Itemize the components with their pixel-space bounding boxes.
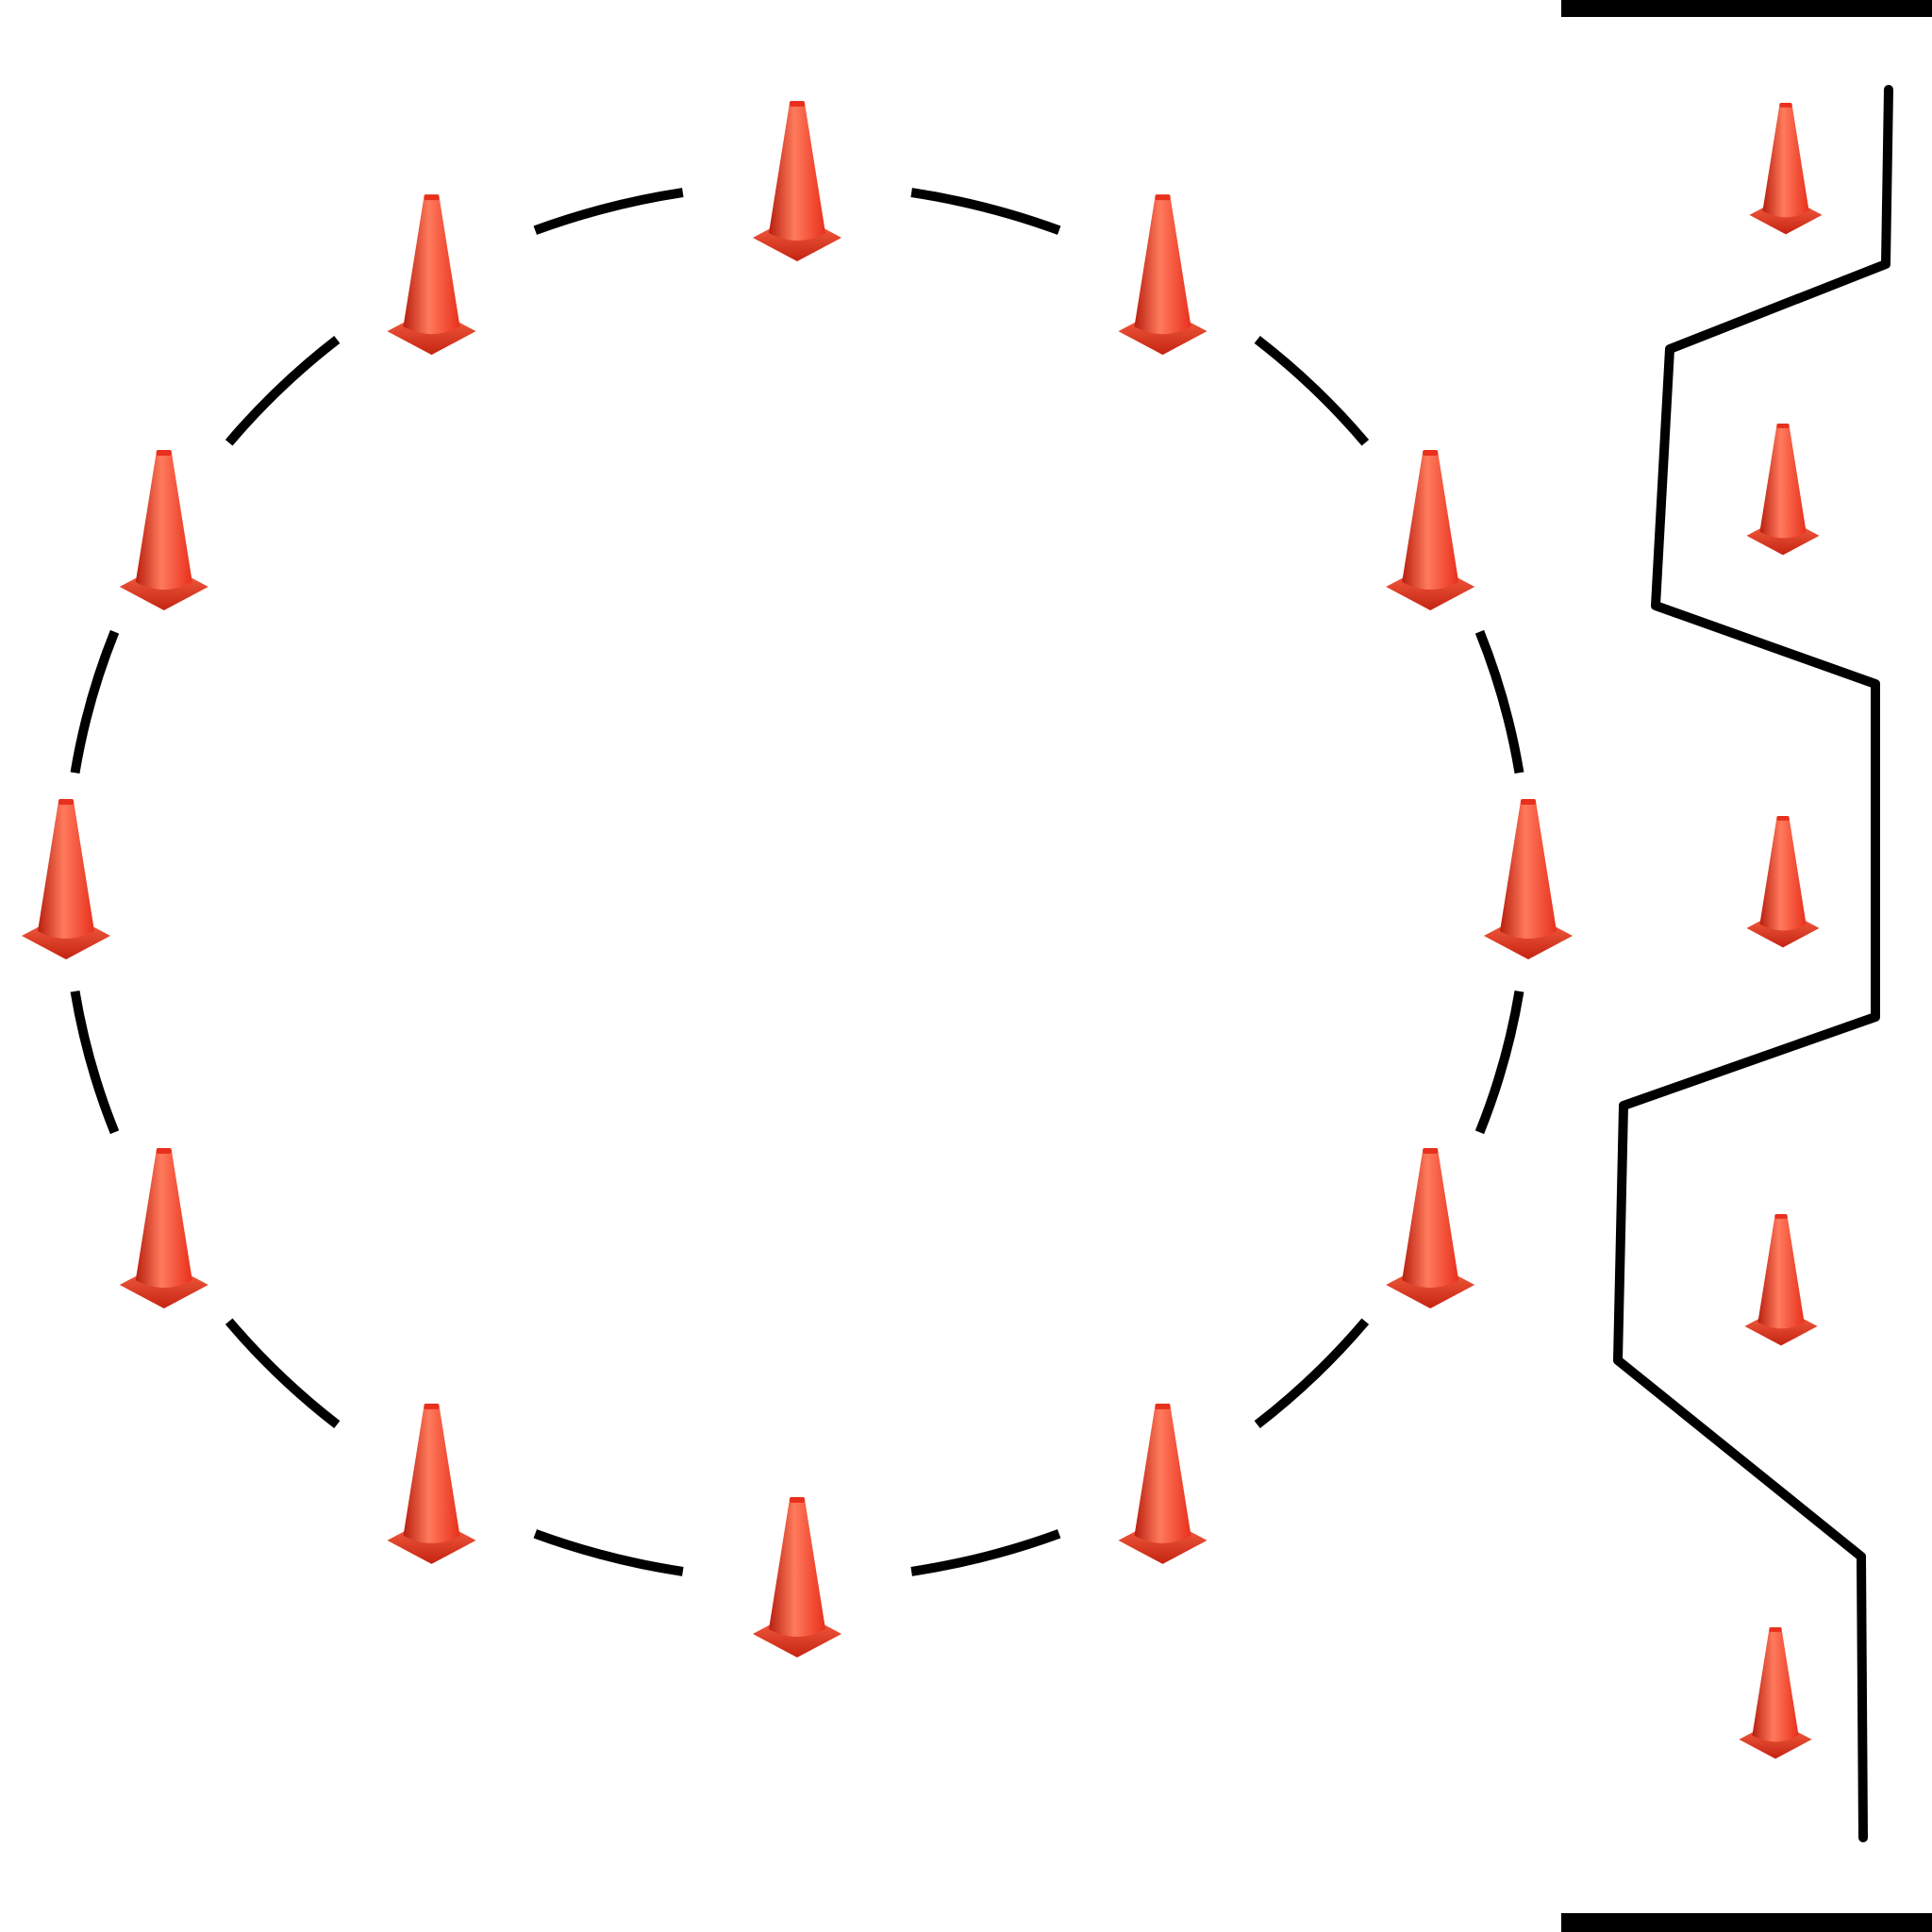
circle-arc-segment <box>225 335 341 446</box>
circle-arc-segment <box>1254 335 1370 446</box>
circle-arc-segment <box>533 188 684 235</box>
traffic-cone-icon <box>1386 450 1475 610</box>
cones-layer <box>22 101 1823 1759</box>
traffic-cone-icon <box>119 450 208 610</box>
circle-arc-segment <box>1254 1318 1370 1429</box>
zigzag-line <box>1613 85 1893 1842</box>
circle-arc-segment <box>1474 990 1524 1135</box>
traffic-cone-icon <box>1739 1627 1812 1759</box>
traffic-cone-icon <box>753 1497 841 1657</box>
traffic-cone-icon <box>387 1403 476 1564</box>
traffic-cone-icon <box>1386 1148 1475 1308</box>
circle-arc-segment <box>70 629 120 774</box>
circle-arc-segment <box>910 1529 1061 1576</box>
traffic-cone-icon <box>1746 424 1820 556</box>
circle-arc-segment <box>225 1318 341 1429</box>
top-boundary-bar <box>1561 0 1932 17</box>
circle-arc-segment <box>910 188 1061 235</box>
traffic-cone-icon <box>753 101 841 261</box>
traffic-cone-icon <box>1749 103 1823 235</box>
traffic-cone-icon <box>119 1148 208 1308</box>
traffic-cone-icon <box>387 194 476 356</box>
traffic-cone-icon <box>1118 194 1208 356</box>
traffic-cone-icon <box>1484 799 1573 959</box>
traffic-cone-icon <box>1744 1214 1818 1346</box>
circle-arc-segment <box>533 1529 684 1576</box>
zigzag-lane <box>1561 0 1932 1932</box>
traffic-cone-icon <box>1118 1403 1208 1564</box>
traffic-cone-icon <box>22 799 110 959</box>
circle-arc-segment <box>70 990 120 1135</box>
bottom-boundary-bar <box>1561 1913 1932 1932</box>
circle-arc-segment <box>1474 629 1524 774</box>
traffic-cone-icon <box>1746 816 1820 948</box>
circle-track <box>70 188 1524 1576</box>
